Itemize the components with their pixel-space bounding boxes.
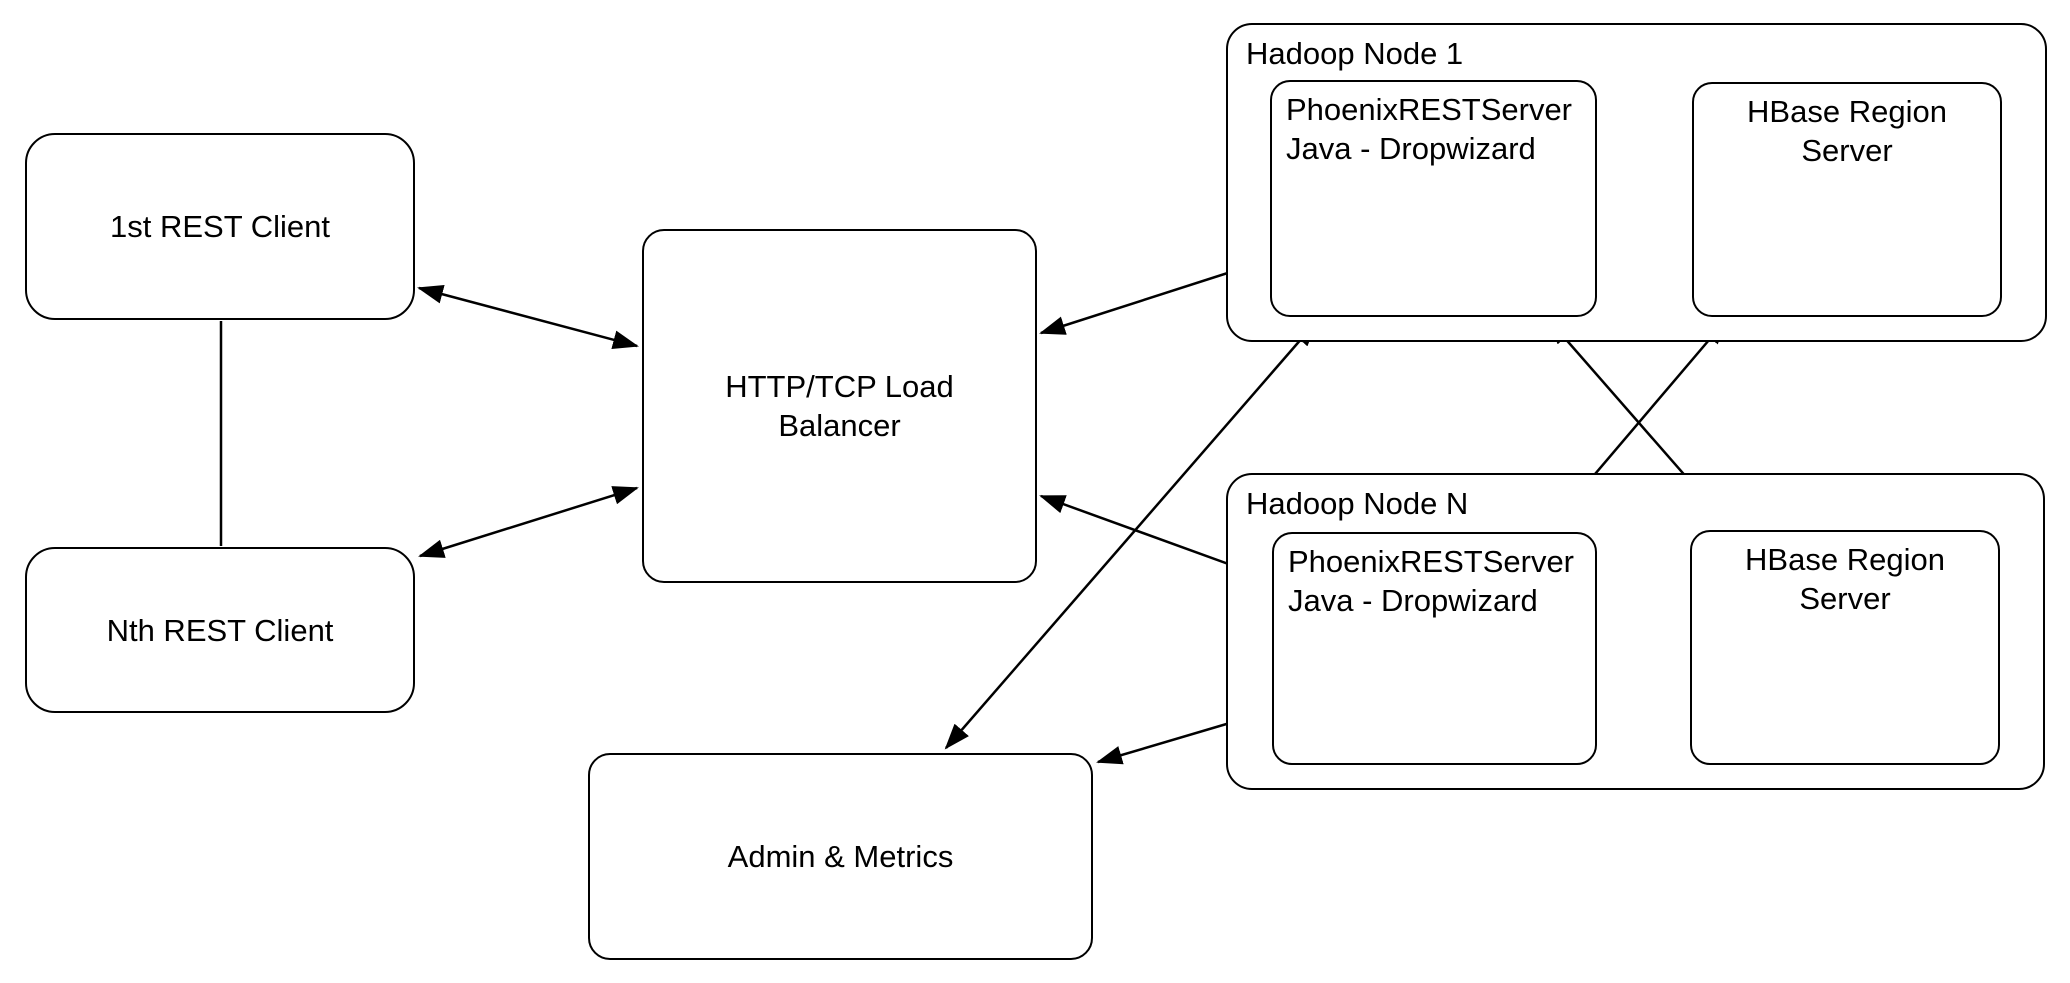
node-1-hbase-region-server: HBase Region Server (1692, 82, 2002, 317)
node-n-hbase-region-server: HBase Region Server (1690, 530, 2000, 765)
node-1st-rest-client: 1st REST Client (25, 133, 415, 320)
node-1st-rest-client-label: 1st REST Client (110, 209, 330, 244)
edge-client1-loadbalancer (417, 284, 639, 350)
node-nth-rest-client: Nth REST Client (25, 547, 415, 713)
node-1-hbase-region-server-label: HBase Region Server (1747, 94, 1947, 168)
edge-clientn-loadbalancer (418, 486, 639, 558)
group-hadoop-node-1-label: Hadoop Node 1 (1246, 36, 1464, 71)
group-hadoop-node-n-label: Hadoop Node N (1246, 486, 1469, 521)
node-n-phoenix-rest-server: PhoenixRESTServer Java - Dropwizard (1272, 532, 1597, 765)
node-load-balancer-label: HTTP/TCP Load Balancer (725, 369, 954, 443)
node-load-balancer: HTTP/TCP Load Balancer (642, 229, 1037, 583)
node-n-hbase-region-server-label: HBase Region Server (1745, 542, 1945, 616)
node-admin-metrics-label: Admin & Metrics (727, 839, 954, 874)
node-admin-metrics: Admin & Metrics (588, 753, 1093, 960)
node-n-phoenix-rest-server-label: PhoenixRESTServer Java - Dropwizard (1288, 544, 1575, 618)
node-1-phoenix-rest-server-label: PhoenixRESTServer Java - Dropwizard (1286, 92, 1573, 166)
node-1-phoenix-rest-server: PhoenixRESTServer Java - Dropwizard (1270, 80, 1597, 317)
node-nth-rest-client-label: Nth REST Client (106, 612, 334, 648)
